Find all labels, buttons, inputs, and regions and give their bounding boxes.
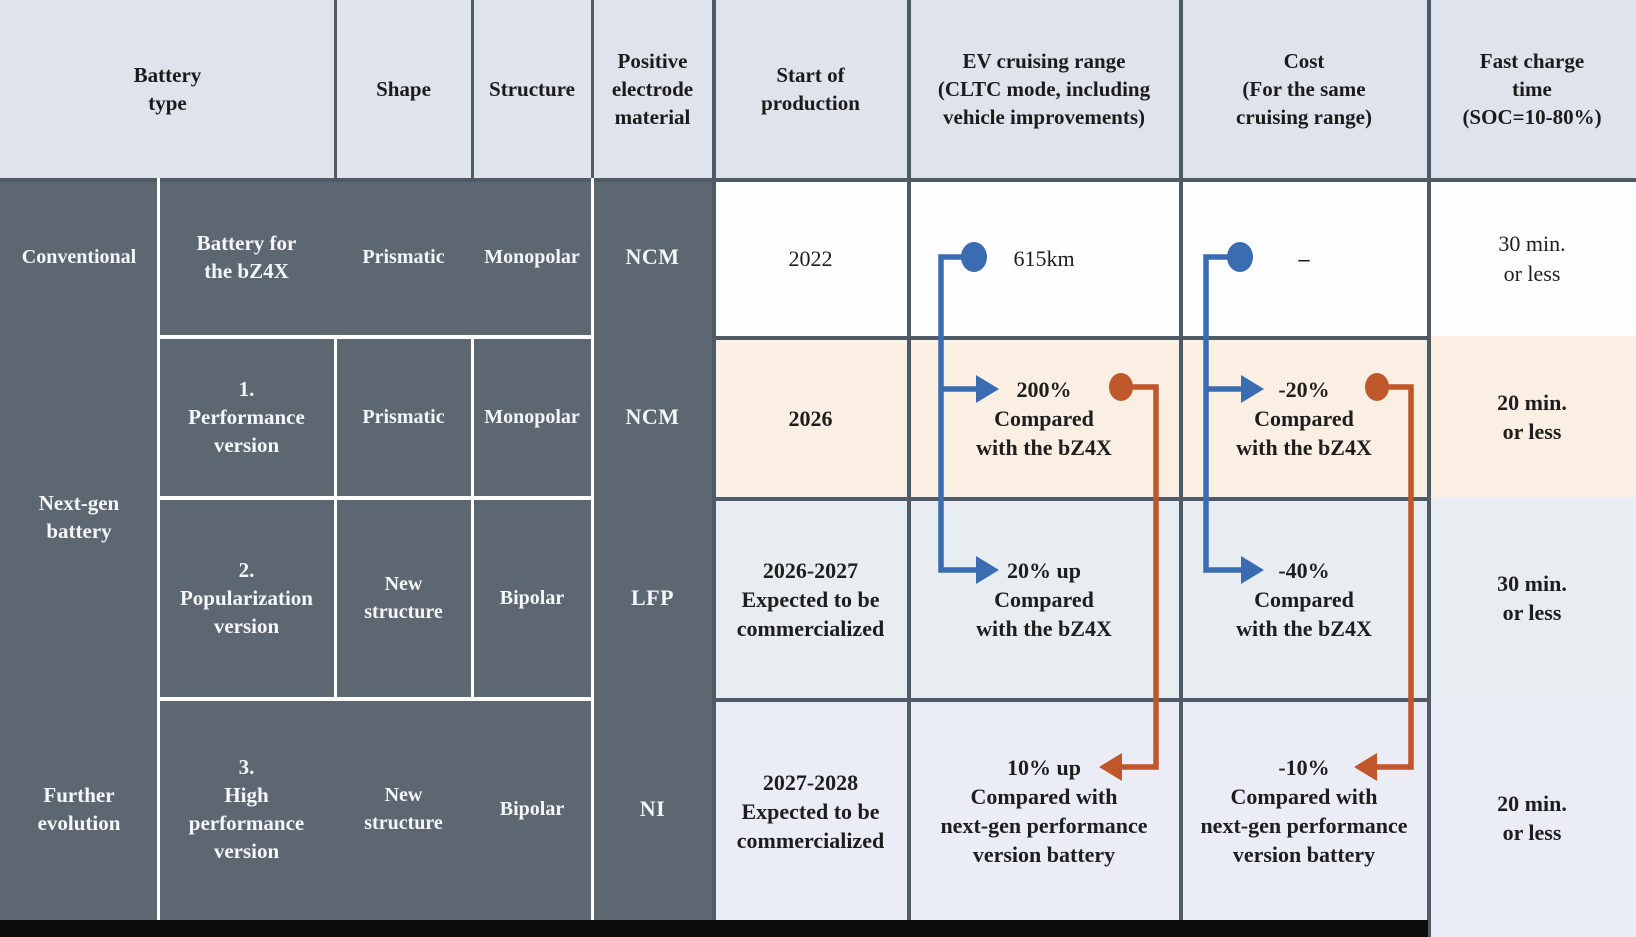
grid-line: [713, 497, 1430, 501]
group-label-conventional: Conventional: [21, 246, 137, 268]
grid-line: [712, 182, 716, 920]
white-divider: [591, 178, 594, 920]
cell-structure-row4: Bipolar: [499, 798, 565, 820]
header-start-of-production: Start of production: [761, 63, 860, 115]
cell-material-row2: NCM: [625, 403, 680, 429]
cell-structure-row3: Bipolar: [499, 586, 565, 609]
cell-structure-row1: Monopolar: [484, 246, 580, 268]
cell-start-row3: 2026-2027 Expected to be commercialized: [713, 501, 908, 698]
cell-charge-row4: 20 min. or less: [1428, 698, 1636, 937]
cell-material-row3: LFP: [630, 584, 675, 610]
grid-line: [712, 0, 716, 178]
header-positive-electrode-material: Positive electrode material: [611, 49, 694, 129]
cell-start-row4: 2027-2028 Expected to be commercialized: [713, 702, 908, 920]
grid-line: [907, 0, 911, 178]
header-structure: Structure: [489, 77, 575, 101]
cell-cost-row4: -10% Compared with next-gen performance …: [1180, 702, 1428, 920]
cell-range-row2: 200% Compared with the bZ4X: [908, 340, 1180, 497]
grid-line: [471, 0, 474, 178]
bottom-strip: [0, 920, 1428, 937]
cell-structure-row2: Monopolar: [484, 405, 580, 428]
white-divider: [158, 697, 592, 701]
white-divider: [158, 496, 592, 500]
grid-line: [907, 182, 911, 920]
header-shape: Shape: [376, 77, 431, 101]
header-ev-cruising-range: EV cruising range (CLTC mode, including …: [937, 49, 1151, 129]
cell-charge-row2: 20 min. or less: [1428, 336, 1636, 497]
cell-name-performance: 1. Performance version: [188, 376, 305, 457]
cell-charge-row1: 30 min. or less: [1428, 182, 1636, 336]
cell-shape-row1: Prismatic: [362, 246, 445, 268]
cell-cost-row3: -40% Compared with the bZ4X: [1180, 501, 1428, 698]
cell-shape-row2: Prismatic: [362, 405, 445, 428]
grid-line: [1179, 0, 1183, 178]
grid-line: [1179, 182, 1183, 920]
header-battery-type: Battery type: [133, 63, 202, 115]
grid-line: [1427, 0, 1431, 178]
group-label-next-gen-battery: Next-gen battery: [38, 491, 120, 543]
cell-charge-row3: 30 min. or less: [1428, 497, 1636, 698]
cell-shape-row3: New structure: [364, 572, 443, 623]
cell-range-row1: 615km: [908, 182, 1180, 336]
white-divider: [334, 336, 337, 698]
cell-shape-row4: New structure: [364, 784, 443, 834]
grid-line: [591, 0, 594, 178]
cell-range-row4: 10% up Compared with next-gen performanc…: [908, 702, 1180, 920]
grid-line: [713, 698, 1430, 702]
grid-line: [0, 178, 1636, 182]
cell-cost-row2: -20% Compared with the bZ4X: [1180, 340, 1428, 497]
group-label-further-evolution: Further evolution: [37, 783, 121, 835]
grid-line: [334, 0, 337, 178]
cell-cost-row1: –: [1180, 182, 1428, 336]
cell-name-high-performance: 3. High performance version: [188, 755, 305, 863]
cell-start-row1: 2022: [713, 182, 908, 336]
white-divider: [157, 178, 160, 920]
white-divider: [158, 335, 592, 339]
cell-material-row4: NI: [639, 796, 666, 821]
header-cost: Cost (For the same cruising range): [1236, 49, 1372, 129]
cell-name-bz4x: Battery for the bZ4X: [196, 231, 297, 283]
cell-range-row3: 20% up Compared with the bZ4X: [908, 501, 1180, 698]
grid-line: [1427, 182, 1431, 937]
header-fast-charge-time: Fast charge time (SOC=10-80%): [1462, 49, 1602, 129]
dark-panel: [0, 178, 713, 920]
cell-start-row2: 2026: [713, 340, 908, 497]
white-divider: [471, 336, 474, 698]
grid-line: [713, 336, 1430, 340]
cell-name-popularization: 2. Popularization version: [179, 557, 313, 638]
cell-material-row1: NCM: [625, 244, 680, 269]
